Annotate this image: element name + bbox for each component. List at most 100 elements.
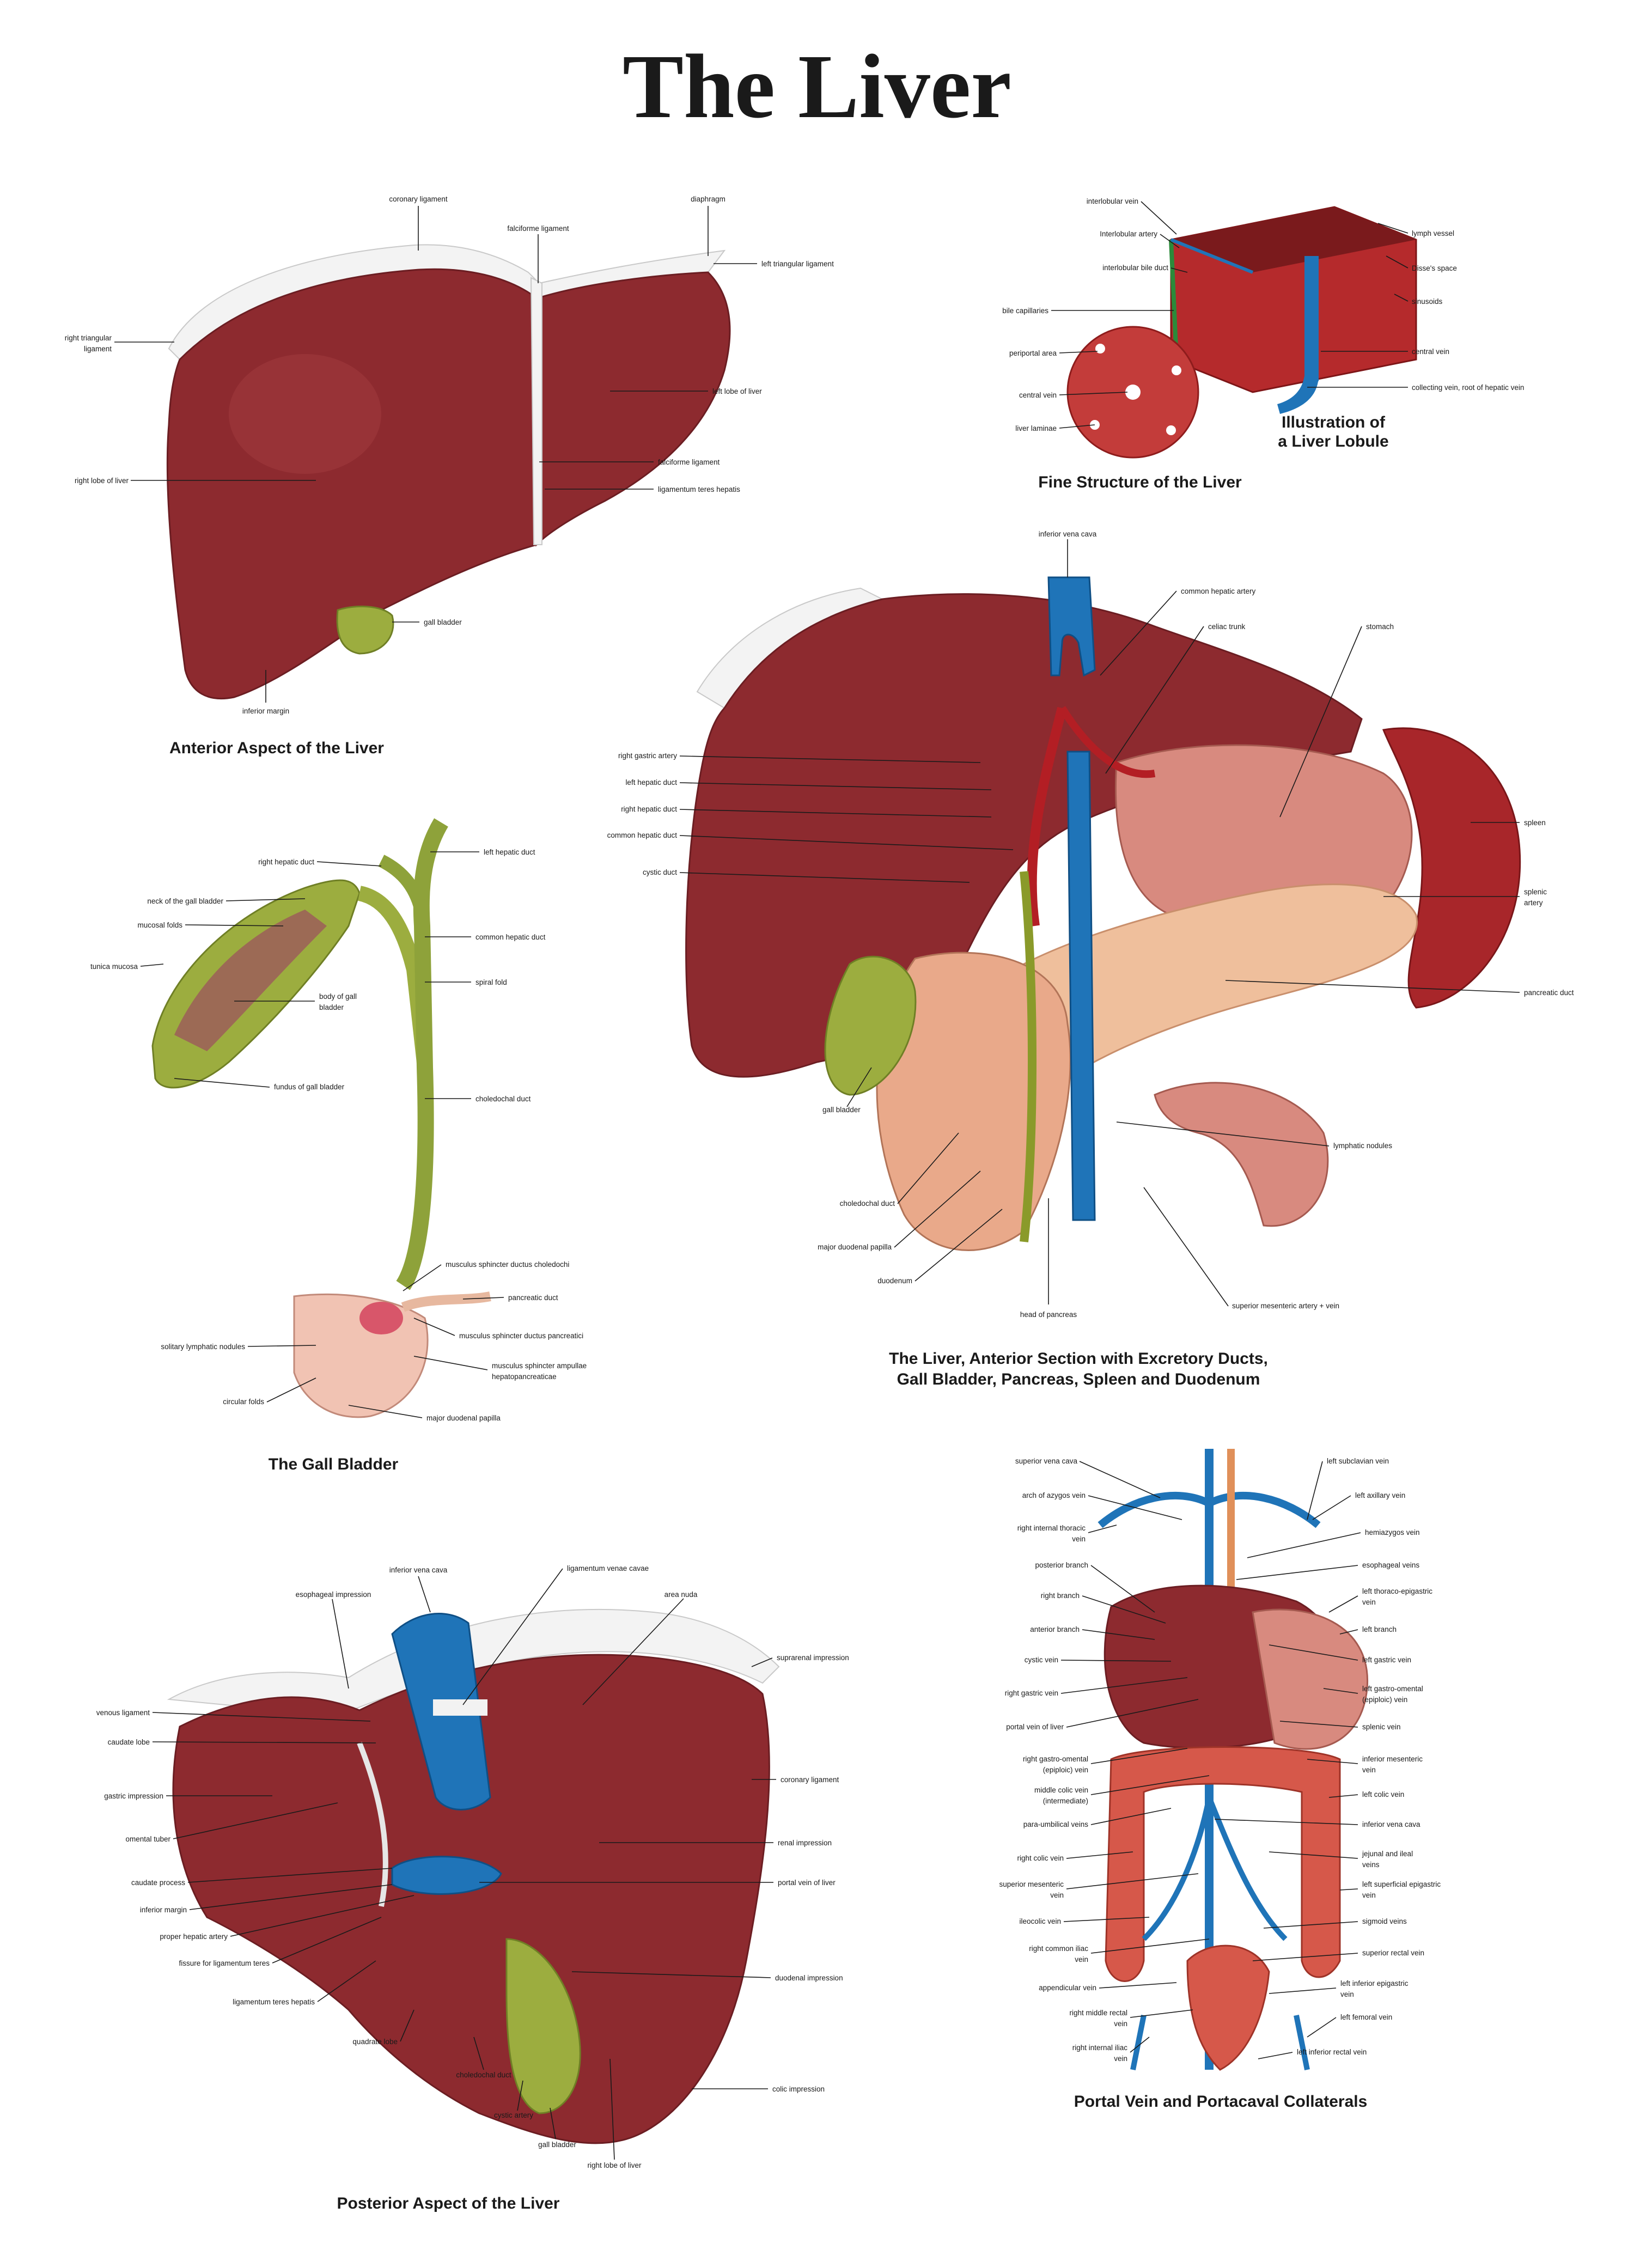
- label-esophageal-veins: esophageal veins: [1362, 1561, 1419, 1569]
- posterior-aspect-panel: inferior vena cava ligamentum venae cava…: [96, 1564, 849, 2212]
- label-right-common-iliac-2: vein: [1075, 1955, 1088, 1964]
- label-gb-sphincter-pancreatici: musculus sphincter ductus pancreatici: [459, 1332, 583, 1340]
- label-gb-neck: neck of the gall bladder: [147, 897, 223, 905]
- label-duodenal-impression: duodenal impression: [775, 1974, 843, 1982]
- anterior-liver-illustration: [166, 244, 731, 700]
- label-left-colic: left colic vein: [1362, 1790, 1404, 1798]
- anterior-section-panel: inferior vena cava common hepatic artery…: [607, 530, 1574, 1388]
- label-gb-major-papilla: major duodenal papilla: [426, 1414, 501, 1422]
- label-central-vein-left: central vein: [1019, 391, 1057, 399]
- label-liver-laminae: liver laminae: [1015, 424, 1057, 432]
- label-post-portal-vein: portal vein of liver: [778, 1879, 836, 1887]
- gall-bladder-panel: right hepatic duct left hepatic duct nec…: [90, 818, 587, 1473]
- label-arch-azygos: arch of azygos vein: [1022, 1491, 1086, 1499]
- label-superior-vena-cava: superior vena cava: [1015, 1457, 1078, 1465]
- label-diaphragm: diaphragm: [691, 195, 725, 203]
- section-caption-1: The Liver, Anterior Section with Excreto…: [889, 1350, 1268, 1368]
- label-gb-choledochal-duct: choledochal duct: [475, 1095, 531, 1103]
- label-right-gastric-artery: right gastric artery: [618, 752, 677, 760]
- label-left-sup-epigastric-1: left superficial epigastric: [1362, 1880, 1441, 1888]
- label-post-right-lobe: right lobe of liver: [587, 2161, 642, 2169]
- label-left-thoraco-1: left thoraco-epigastric: [1362, 1587, 1432, 1595]
- label-falciforme-ligament: falciforme ligament: [658, 458, 720, 466]
- label-caudate-lobe: caudate lobe: [108, 1738, 150, 1746]
- section-illustration: [685, 576, 1521, 1252]
- label-jejunal-2: veins: [1362, 1861, 1380, 1869]
- label-cystic-vein: cystic vein: [1025, 1656, 1058, 1664]
- portal-vein-panel: superior vena cava arch of azygos vein r…: [999, 1449, 1441, 2111]
- label-gb-common-hepatic-duct: common hepatic duct: [475, 933, 546, 941]
- label-left-subclavian: left subclavian vein: [1327, 1457, 1389, 1465]
- label-gb-sphincter-choledochi: musculus sphincter ductus choledochi: [446, 1260, 569, 1269]
- label-left-sup-epigastric-2: vein: [1362, 1891, 1376, 1899]
- label-portal-sup-mesenteric-2: vein: [1050, 1891, 1064, 1899]
- label-splenic-artery-1: splenic: [1524, 888, 1547, 896]
- label-coronary-ligament: coronary ligament: [389, 195, 448, 203]
- label-quadrate-lobe: quadrate lobe: [352, 2038, 398, 2046]
- posterior-caption: Posterior Aspect of the Liver: [337, 2194, 560, 2212]
- label-colic-impression: colic impression: [772, 2085, 825, 2093]
- portal-caption: Portal Vein and Portacaval Collaterals: [1074, 2093, 1368, 2111]
- label-interlobular-bile-duct: interlobular bile duct: [1102, 264, 1168, 272]
- label-right-middle-rectal-1: right middle rectal: [1069, 2009, 1127, 2017]
- fine-subcaption-1: Illustration of: [1282, 413, 1386, 431]
- label-central-vein-right: central vein: [1412, 347, 1449, 356]
- section-caption-2: Gall Bladder, Pancreas, Spleen and Duode…: [897, 1370, 1260, 1388]
- label-portal-ivc: inferior vena cava: [1362, 1820, 1420, 1828]
- label-section-left-hepatic-duct: left hepatic duct: [625, 778, 677, 787]
- label-suprarenal-impression: suprarenal impression: [777, 1654, 849, 1662]
- liver-lobule-illustration: [1066, 206, 1417, 459]
- label-gb-solitary-nodules: solitary lymphatic nodules: [161, 1343, 245, 1351]
- label-head-of-pancreas: head of pancreas: [1020, 1310, 1077, 1319]
- label-ileocolic: ileocolic vein: [1019, 1917, 1061, 1925]
- label-left-gastric: left gastric vein: [1362, 1656, 1411, 1664]
- label-right-int-thoracic-2: vein: [1072, 1535, 1086, 1543]
- label-post-choledochal-duct: choledochal duct: [456, 2071, 511, 2079]
- label-right-gastro-omental-2: (epiploic) vein: [1043, 1766, 1088, 1774]
- label-left-thoraco-2: vein: [1362, 1598, 1376, 1606]
- label-periportal-area: periportal area: [1009, 349, 1057, 357]
- label-gb-sphincter-ampullae-1: musculus sphincter ampullae: [492, 1362, 587, 1370]
- label-common-hepatic-artery: common hepatic artery: [1181, 587, 1256, 595]
- label-post-inferior-margin: inferior margin: [140, 1906, 187, 1914]
- label-right-lobe: right lobe of liver: [75, 477, 129, 485]
- label-gb-spiral-fold: spiral fold: [475, 978, 507, 986]
- label-interlobular-vein: interlobular vein: [1087, 197, 1138, 205]
- label-spleen: spleen: [1524, 819, 1546, 827]
- label-post-coronary-ligament: coronary ligament: [781, 1776, 839, 1784]
- label-gb-tunica-mucosa: tunica mucosa: [90, 962, 138, 971]
- label-right-triangular-ligament-1: right triangular: [65, 334, 112, 342]
- label-post-ligamentum-teres: ligamentum teres hepatis: [233, 1998, 315, 2006]
- label-gb-left-hepatic-duct: left hepatic duct: [484, 848, 535, 856]
- label-sup-mesenteric: superior mesenteric artery + vein: [1232, 1302, 1339, 1310]
- label-right-internal-iliac-1: right internal iliac: [1072, 2044, 1128, 2052]
- label-hemiazygos: hemiazygos vein: [1365, 1528, 1420, 1537]
- label-splenic-artery-2: artery: [1524, 899, 1543, 907]
- label-area-nuda: area nuda: [664, 1590, 698, 1599]
- label-middle-colic-1: middle colic vein: [1034, 1786, 1088, 1794]
- label-right-middle-rectal-2: vein: [1114, 2020, 1127, 2028]
- label-gb-pancreatic-duct: pancreatic duct: [508, 1294, 558, 1302]
- label-ligamentum-venae-cavae: ligamentum venae cavae: [567, 1564, 649, 1572]
- fine-caption: Fine Structure of the Liver: [1038, 473, 1242, 491]
- label-posterior-branch: posterior branch: [1035, 1561, 1088, 1569]
- label-right-triangular-ligament-2: ligament: [84, 345, 112, 353]
- label-stomach: stomach: [1366, 623, 1394, 631]
- label-left-axillary: left axillary vein: [1355, 1491, 1405, 1499]
- gall-bladder-illustration: [151, 818, 491, 1418]
- label-left-gastro-omental-2: (epiploic) vein: [1362, 1696, 1407, 1704]
- label-left-inf-epigastric-1: left inferior epigastric: [1340, 1979, 1409, 1987]
- label-section-right-hepatic-duct: right hepatic duct: [621, 805, 677, 813]
- label-gb-right-hepatic-duct: right hepatic duct: [258, 858, 314, 866]
- label-falciforme-ligament-top: falciforme ligament: [507, 224, 569, 233]
- label-post-ivc: inferior vena cava: [389, 1566, 448, 1574]
- gall-caption: The Gall Bladder: [269, 1455, 399, 1473]
- label-left-gastro-omental-1: left gastro-omental: [1362, 1685, 1423, 1693]
- label-collecting-vein: collecting vein, root of hepatic vein: [1412, 383, 1524, 392]
- label-duodenum: duodenum: [877, 1277, 912, 1285]
- label-inferior-margin: inferior margin: [242, 707, 289, 715]
- posterior-liver-illustration: [167, 1609, 780, 2144]
- label-left-inf-epigastric-2: vein: [1340, 1990, 1354, 1998]
- label-section-common-hepatic-duct: common hepatic duct: [607, 831, 678, 839]
